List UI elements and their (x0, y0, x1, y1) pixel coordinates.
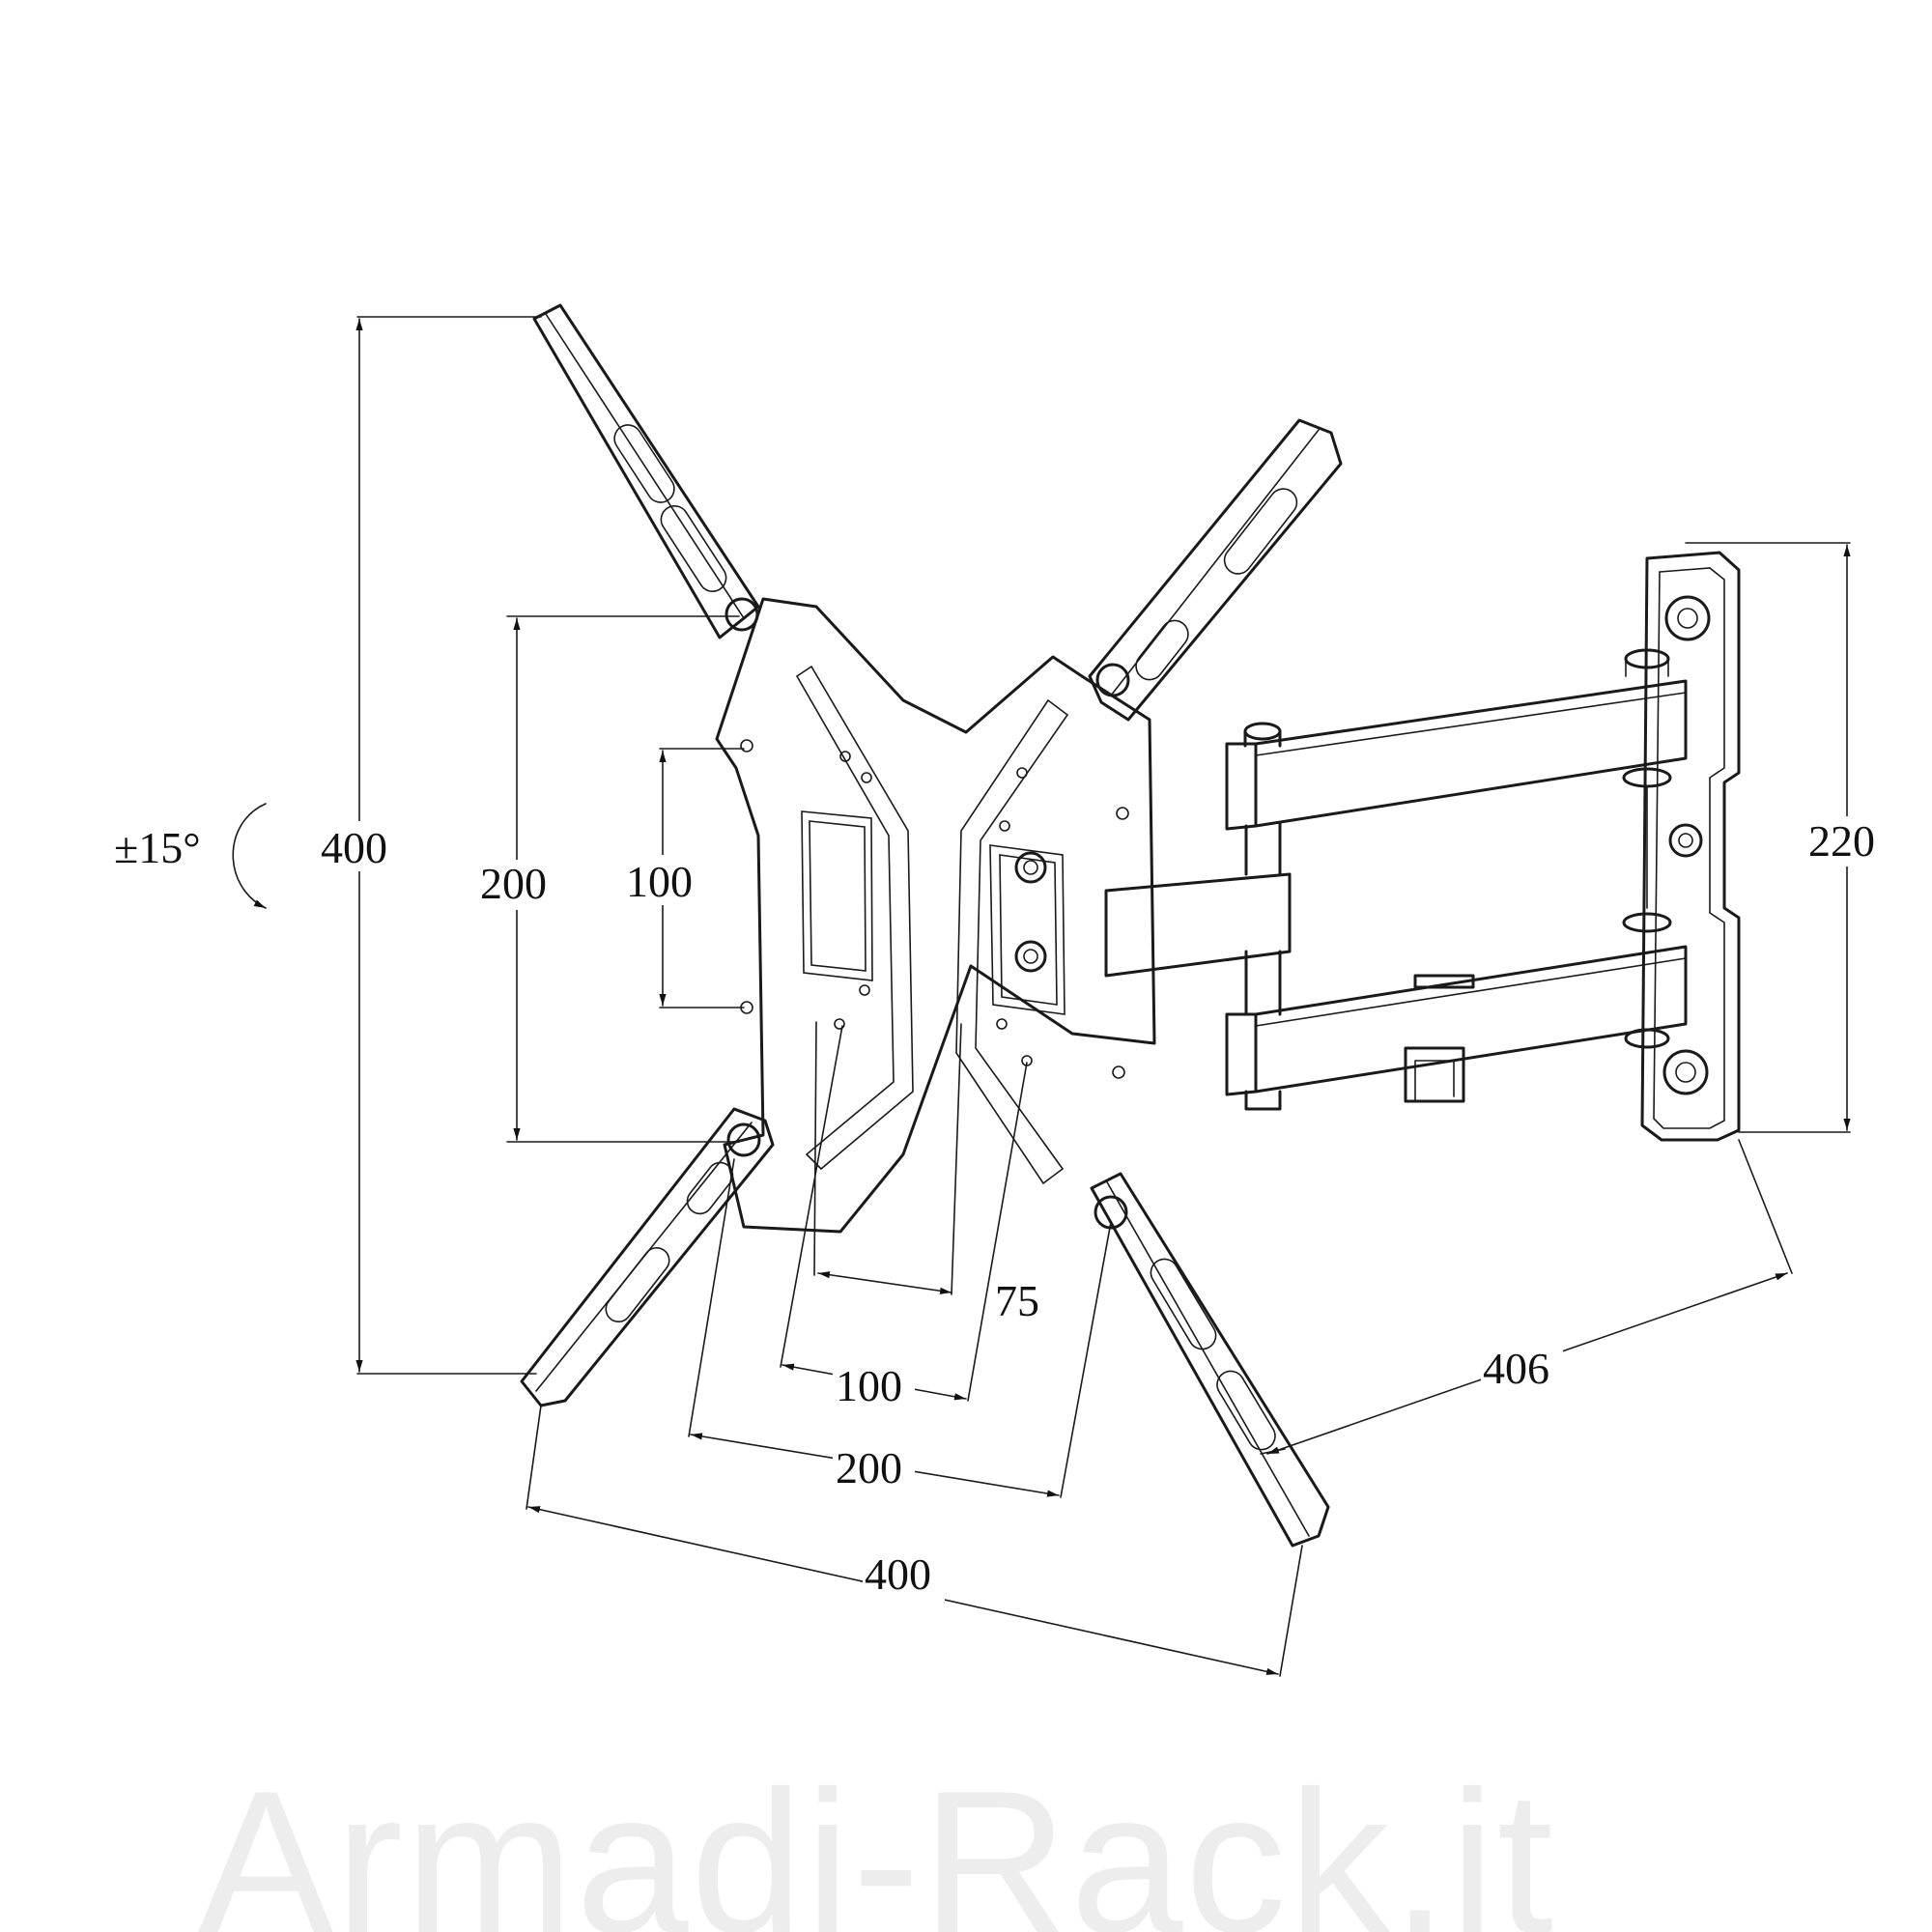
dim-vesa-200-horizontal: 200 (836, 1443, 902, 1492)
dim-vesa-75-horizontal: 75 (995, 1276, 1039, 1325)
dimension-lines (232, 316, 1851, 1677)
watermark-text: Armadi-Rack.it (198, 1748, 1555, 1932)
dim-overall-height: 400 (321, 823, 387, 872)
dim-vesa-100-vertical: 100 (626, 857, 693, 906)
dim-wall-plate-height: 220 (1808, 816, 1875, 866)
rotation-label: ±15° (114, 823, 201, 872)
arm-lower-right (1090, 1172, 1330, 1548)
vesa-plate (715, 597, 1156, 1234)
wall-plate (1640, 551, 1741, 1142)
dimension-labels: ±15° 400 200 100 220 75 100 200 400 406 (114, 816, 1889, 1601)
arm-upper-left (532, 303, 760, 639)
dim-vesa-400-horizontal: 400 (865, 1549, 931, 1599)
articulating-arms (1104, 648, 1688, 1111)
dim-extension: 406 (1483, 1344, 1549, 1393)
dim-vesa-100-horizontal: 100 (836, 1361, 902, 1410)
dim-vesa-200-vertical: 200 (480, 859, 547, 908)
arm-lower-left (520, 1107, 775, 1407)
arm-upper-right (1088, 418, 1343, 722)
